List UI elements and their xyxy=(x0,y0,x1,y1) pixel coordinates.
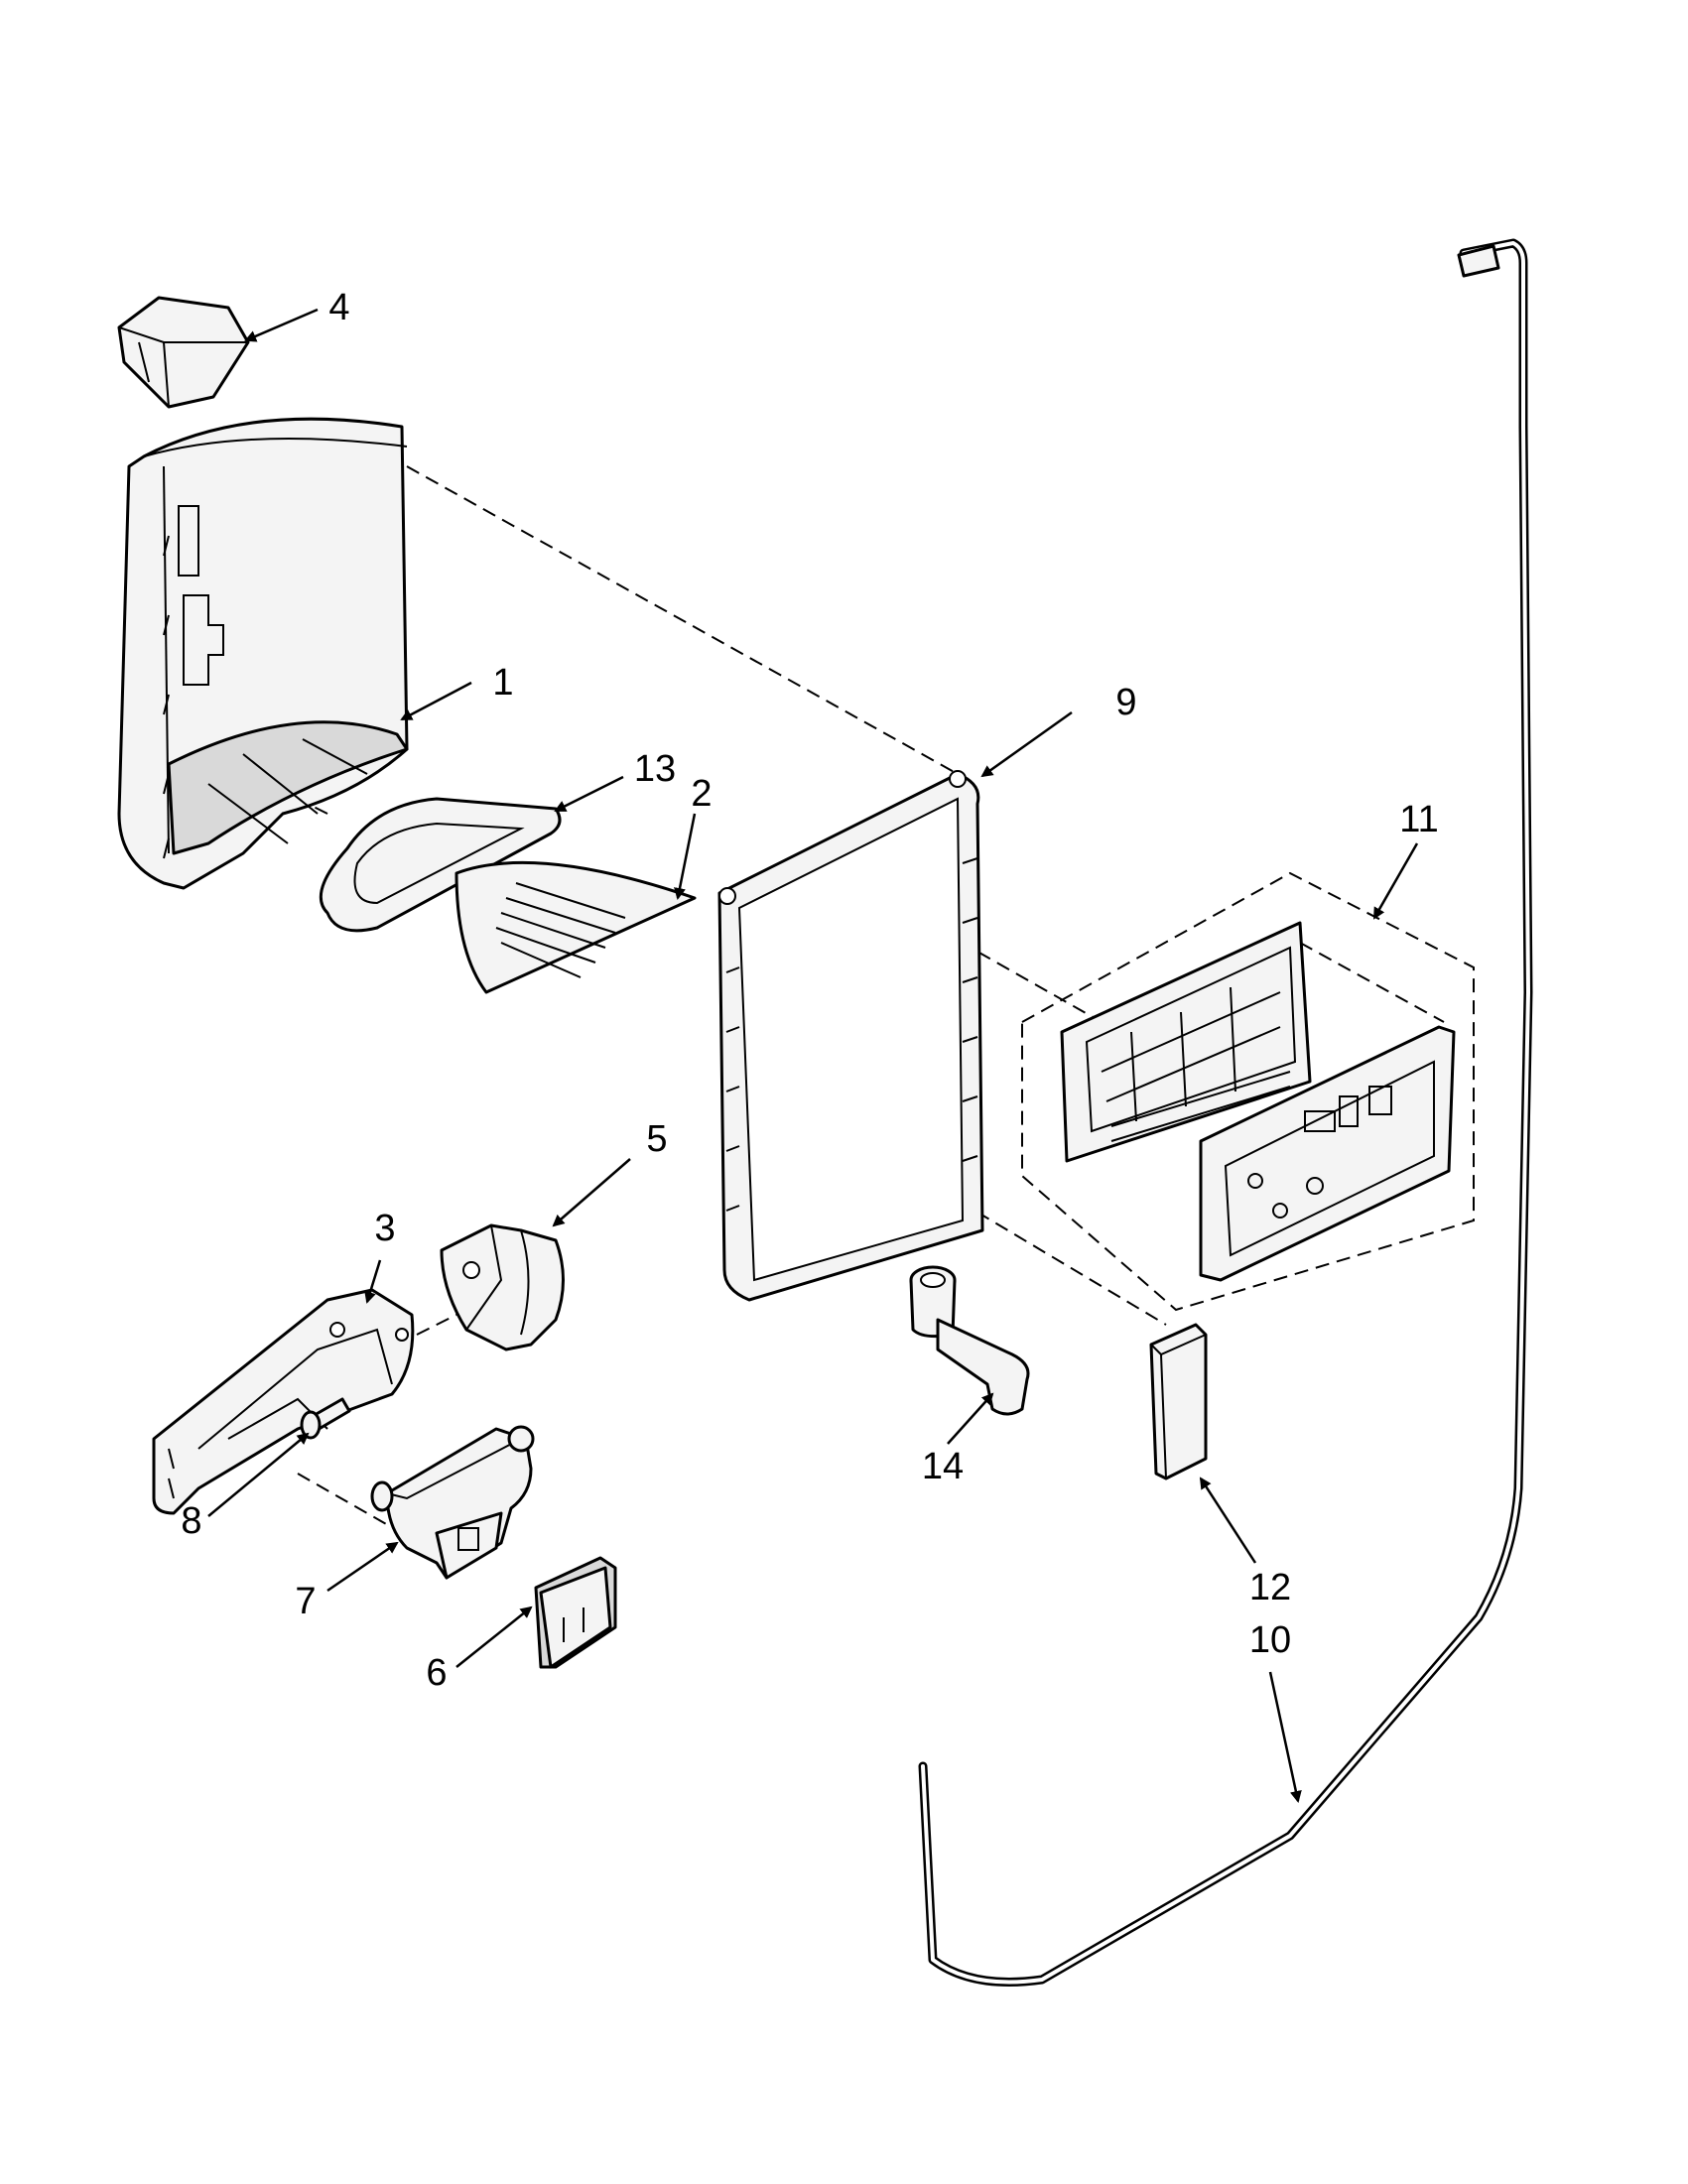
callout-12: 12 xyxy=(1249,1567,1291,1608)
leader-13 xyxy=(554,775,624,813)
part-5-motor xyxy=(440,1223,565,1351)
callout-11: 11 xyxy=(1399,799,1438,840)
leader-12 xyxy=(1199,1477,1257,1564)
leader-4 xyxy=(244,308,319,342)
callout-3: 3 xyxy=(374,1208,395,1249)
callout-14: 14 xyxy=(922,1446,964,1487)
callout-4: 4 xyxy=(328,287,349,328)
callout-5: 5 xyxy=(646,1118,667,1160)
callout-7: 7 xyxy=(295,1581,316,1622)
part-7-actuator xyxy=(370,1425,535,1580)
leader-11 xyxy=(1372,842,1419,920)
callout-10: 10 xyxy=(1249,1619,1291,1661)
callout-6: 6 xyxy=(426,1652,447,1694)
part-6-dispenser-pad xyxy=(534,1556,617,1669)
callout-9: 9 xyxy=(1115,682,1136,723)
callout-2: 2 xyxy=(691,773,712,815)
part-3-mounting-bracket xyxy=(152,1288,415,1515)
part-12-trim-pad xyxy=(1149,1323,1208,1480)
leader-arrows xyxy=(207,308,1419,1803)
leader-5 xyxy=(552,1158,631,1227)
part-14-water-nozzle xyxy=(909,1265,1030,1416)
leader-8 xyxy=(207,1432,310,1517)
part-1-dispenser-housing xyxy=(117,417,409,890)
callout-1: 1 xyxy=(492,662,513,704)
leader-7 xyxy=(326,1541,399,1593)
part-2-drip-grille xyxy=(454,860,697,994)
part-8-screw xyxy=(300,1397,351,1440)
callout-8: 8 xyxy=(181,1500,201,1542)
callout-labels: 4 1 13 2 9 11 5 3 8 7 6 14 12 10 xyxy=(181,287,1438,1694)
leader-3 xyxy=(364,1259,382,1304)
leader-14 xyxy=(947,1392,994,1445)
part-11-control-assembly xyxy=(1021,871,1475,1312)
leader-2 xyxy=(674,813,697,900)
part-10-water-tube xyxy=(918,238,1533,1987)
part-9-frame-gasket xyxy=(717,770,984,1302)
leader-1 xyxy=(400,681,472,721)
leader-9 xyxy=(980,710,1073,778)
leader-6 xyxy=(455,1606,533,1668)
part-13-drip-tray-frame xyxy=(319,797,562,933)
leader-10 xyxy=(1268,1671,1302,1803)
part-4-ice-chute-cup xyxy=(117,296,250,409)
callout-13: 13 xyxy=(634,748,676,790)
